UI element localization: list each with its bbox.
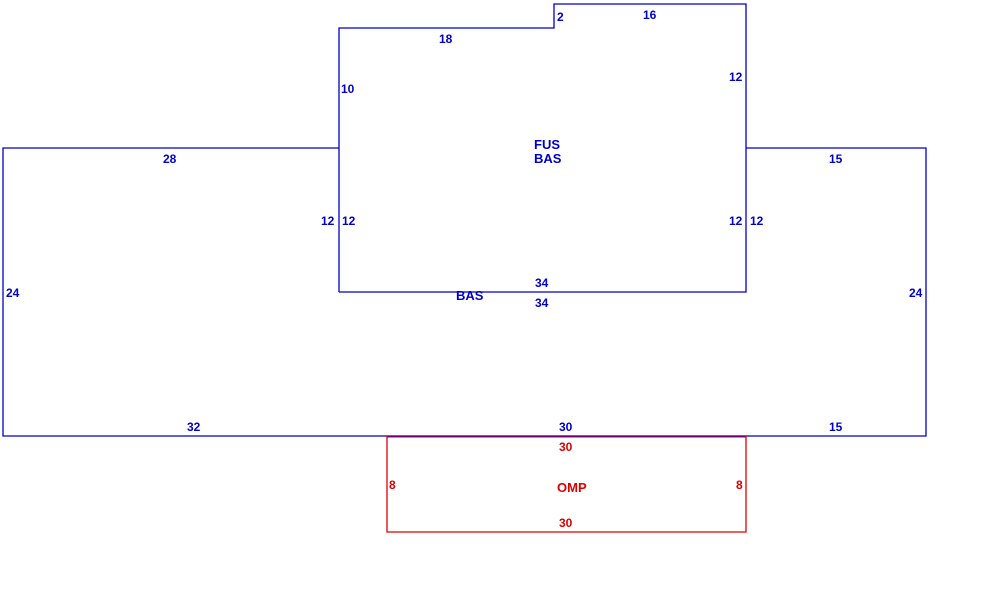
main-base-label: BAS <box>456 288 484 303</box>
dim-upper-left-lower-inner: 12 <box>342 214 356 228</box>
dim-upper-right-top: 16 <box>643 8 657 22</box>
dim-upper-bottom-outer: 34 <box>535 296 549 310</box>
dim-bottom-middle: 30 <box>559 420 573 434</box>
dim-left-wing-top: 28 <box>163 152 177 166</box>
dim-upper-left-lower-outer: 12 <box>321 214 335 228</box>
dim-upper-left-side: 10 <box>341 82 355 96</box>
dim-upper-left-top: 18 <box>439 32 453 46</box>
dim-upper-right-side: 12 <box>729 70 743 84</box>
upper-floor-outline <box>338 3 747 293</box>
dim-bottom-left: 32 <box>187 420 201 434</box>
porch-outline <box>386 436 747 533</box>
dim-upper-jog: 2 <box>557 10 564 24</box>
upper-base-label: BAS <box>534 151 562 166</box>
dim-porch-bottom: 30 <box>559 516 573 530</box>
upper-floor-label: FUS <box>534 137 560 152</box>
dim-right-wing-top: 15 <box>829 152 843 166</box>
dim-bottom-right: 15 <box>829 420 843 434</box>
dim-porch-right: 8 <box>736 478 743 492</box>
dim-porch-left: 8 <box>389 478 396 492</box>
dim-left-wing-side: 24 <box>6 286 20 300</box>
porch-label: OMP <box>557 480 587 495</box>
dim-right-wing-side: 24 <box>909 286 923 300</box>
dim-upper-right-lower-outer: 12 <box>750 214 764 228</box>
dim-upper-right-lower-inner: 12 <box>729 214 743 228</box>
main-base-outline <box>2 147 927 437</box>
dim-porch-top: 30 <box>559 440 573 454</box>
dim-upper-bottom-inner: 34 <box>535 276 549 290</box>
